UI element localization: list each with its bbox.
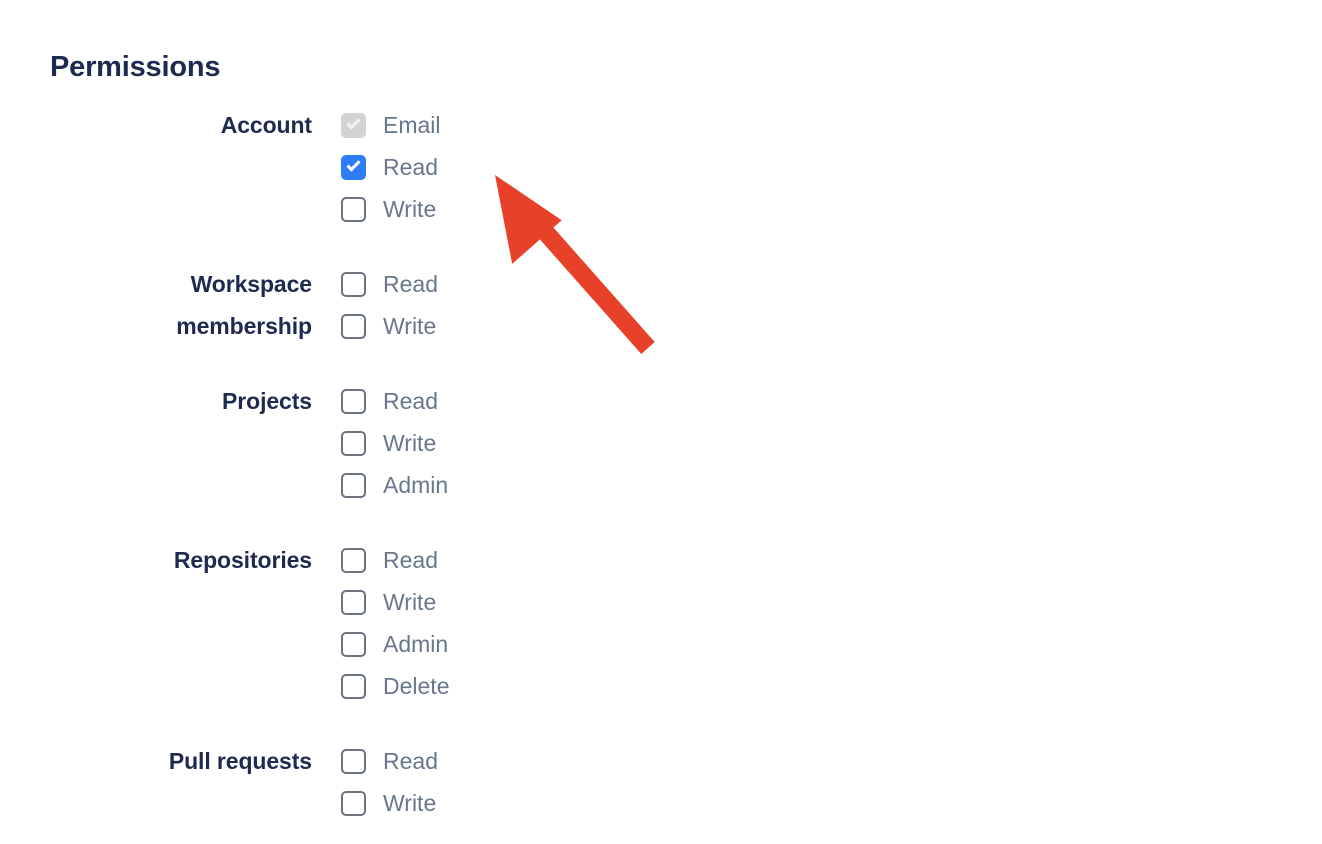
option-label-projects-read: Read: [383, 388, 438, 414]
checkbox-projects-read[interactable]: [341, 388, 366, 414]
permission-group-pipelines: PipelinesReadWriteEdit variables: [600, 488, 1260, 614]
group-label-webhooks: Webhooks: [600, 413, 1322, 455]
option-row-account-read[interactable]: Read: [341, 146, 441, 188]
group-label-pull-requests: Pull requests: [168, 748, 312, 774]
checkmark-icon: [346, 156, 361, 172]
option-label-account-write: Write: [383, 196, 437, 222]
checkmark-icon: [346, 114, 361, 130]
checkbox-pull-requests-read[interactable]: [341, 748, 366, 774]
option-row-repositories-delete[interactable]: Delete: [341, 665, 449, 707]
option-label-repositories-write: Write: [383, 589, 437, 615]
checkbox-repositories-read[interactable]: [341, 547, 366, 573]
option-label-account-email: Email: [383, 112, 441, 138]
group-label-projects: Projects: [222, 388, 312, 414]
permission-group-webhooks: WebhooksRead and write: [600, 413, 1260, 455]
checkbox-repositories-admin[interactable]: [341, 631, 366, 657]
option-label-account-read: Read: [383, 154, 438, 180]
option-row-repositories-read[interactable]: Read: [341, 539, 449, 581]
group-label-wikis: Wikis: [600, 221, 1322, 263]
option-row-pull-requests-read[interactable]: Read: [341, 740, 438, 782]
option-label-repositories-read: Read: [383, 547, 438, 573]
option-label-repositories-admin: Admin: [383, 631, 449, 657]
checkbox-projects-admin[interactable]: [341, 472, 366, 498]
group-label-account: Account: [220, 112, 312, 138]
option-row-pull-requests-write[interactable]: Write: [341, 782, 438, 824]
option-row-repositories-admin[interactable]: Admin: [341, 623, 449, 665]
option-row-projects-admin[interactable]: Admin: [341, 464, 448, 506]
option-label-pull-requests-read: Read: [383, 748, 438, 774]
permission-group-runners: RunnersReadWrite: [600, 647, 1260, 731]
permissions-column-right: IssuesReadWriteWikisRead and writeSnippe…: [600, 104, 1260, 764]
option-row-account-email[interactable]: Email: [341, 104, 441, 146]
group-label-pipelines: Pipelines: [600, 488, 1322, 530]
page-title: Permissions: [50, 51, 221, 83]
option-row-repositories-write[interactable]: Write: [341, 581, 449, 623]
group-label-repositories: Repositories: [173, 547, 312, 573]
group-label-snippets: Snippets: [600, 296, 1322, 338]
option-row-projects-write[interactable]: Write: [341, 422, 448, 464]
checkbox-account-read[interactable]: [341, 154, 366, 180]
checkbox-account-write[interactable]: [341, 196, 366, 222]
option-row-projects-read[interactable]: Read: [341, 380, 448, 422]
permission-group-wikis: WikisRead and write: [600, 221, 1260, 263]
option-label-repositories-delete: Delete: [383, 673, 450, 699]
checkbox-workspace-membership-write[interactable]: [341, 313, 366, 339]
group-label-issues: Issues: [600, 104, 1322, 146]
option-row-account-write[interactable]: Write: [341, 188, 441, 230]
checkbox-projects-write[interactable]: [341, 430, 366, 456]
checkbox-account-email: [341, 112, 366, 138]
checkbox-repositories-delete[interactable]: [341, 673, 366, 699]
option-label-projects-admin: Admin: [383, 472, 449, 498]
permission-group-issues: IssuesReadWrite: [600, 104, 1260, 188]
option-row-workspace-membership-read[interactable]: Read: [341, 263, 438, 305]
option-label-workspace-membership-write: Write: [383, 313, 437, 339]
checkbox-workspace-membership-read[interactable]: [341, 271, 366, 297]
option-row-workspace-membership-write[interactable]: Write: [341, 305, 438, 347]
group-label-workspace-membership: Workspace membership: [176, 271, 312, 339]
group-label-runners: Runners: [600, 647, 1322, 689]
option-label-projects-write: Write: [383, 430, 437, 456]
permission-group-snippets: SnippetsReadWrite: [600, 296, 1260, 380]
option-label-workspace-membership-read: Read: [383, 271, 438, 297]
checkbox-pull-requests-write[interactable]: [341, 790, 366, 816]
option-label-pull-requests-write: Write: [383, 790, 437, 816]
checkbox-repositories-write[interactable]: [341, 589, 366, 615]
